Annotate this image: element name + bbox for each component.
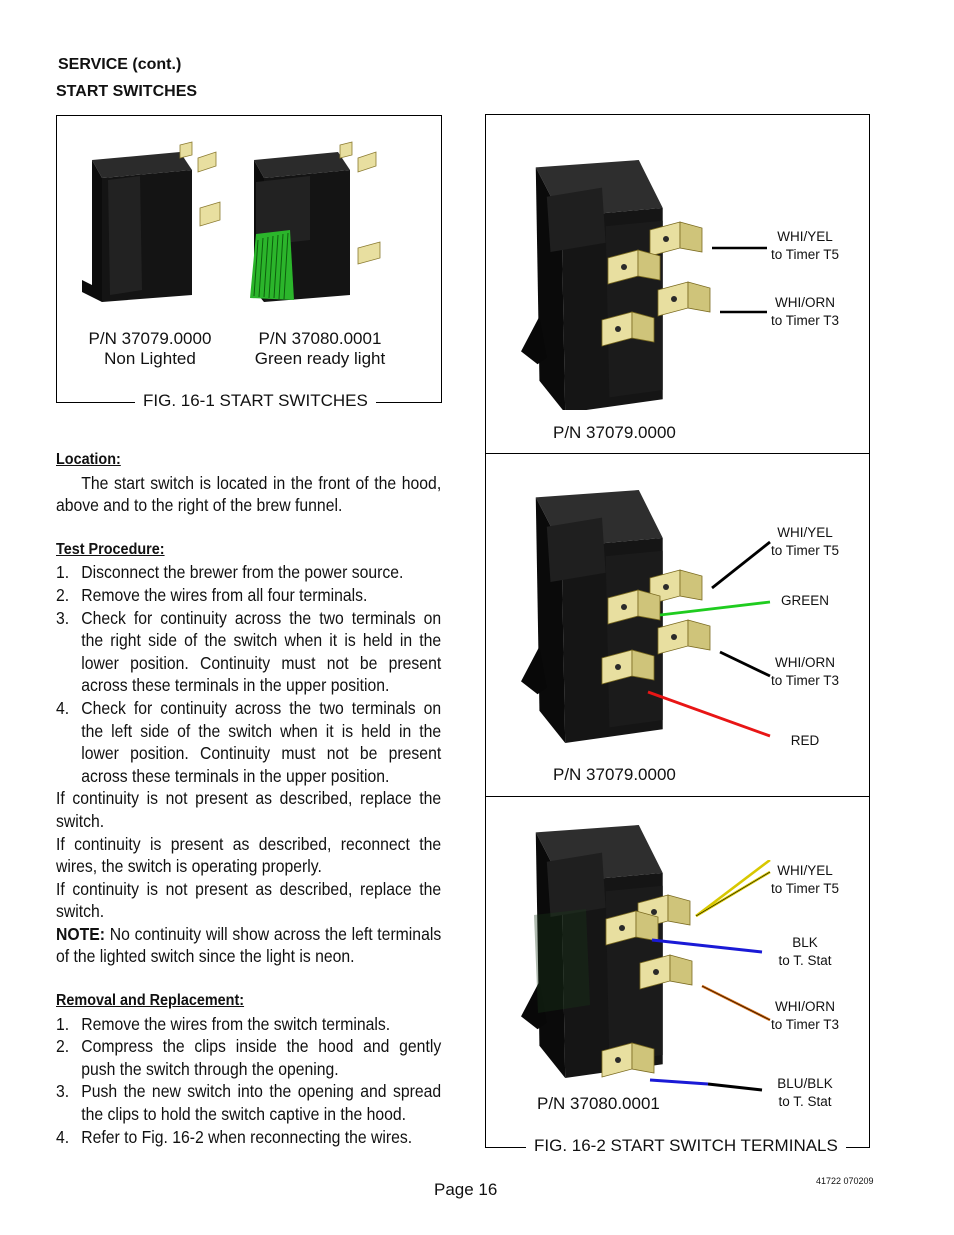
test-note: NOTE: No continuity will show across the… [56,923,441,968]
fig1-switch-b-desc: Green ready light [254,349,386,368]
switch-non-lighted-image [82,141,221,302]
list-item: 4.Refer to Fig. 16-2 when reconnecting t… [56,1126,413,1147]
test-result-3: If continuity is not present as describe… [56,878,442,922]
fig2-caption: FIG. 16-2 START SWITCH TERMINALS [526,1136,846,1156]
list-item: 1.Disconnect the brewer from the power s… [56,562,404,583]
fig1-switch-a-pn: P/N 37079.0000 [88,329,212,348]
section-header: SERVICE (cont.) [58,56,182,73]
fig2-panel3-switch-image [521,825,693,1078]
page-number: Page 16 [434,1180,498,1199]
fig2-panel1-pn: P/N 37079.0000 [553,423,676,442]
list-item: 1.Remove the wires from the switch termi… [56,1013,391,1034]
fig2-panel1-switch-image [521,160,711,410]
fig2-panel1-wires [712,246,767,314]
list-item: 2.Remove the wires from all four termina… [56,584,368,605]
main-text: Location: The start switch is located in… [56,449,441,1148]
fig2-panel3-wires [649,860,771,1092]
list-item: 3.Check for continuity across the two te… [56,607,442,696]
fig1-switch-b-pn: P/N 37080.0001 [258,329,382,348]
removal-steps: 1.Remove the wires from the switch termi… [56,1013,441,1149]
section-subheader: START SWITCHES [56,83,198,100]
fig2-panel2-pn: P/N 37079.0000 [553,765,676,784]
test-result-1: If continuity is not present as describe… [56,788,442,831]
test-steps: 1.Disconnect the brewer from the power s… [56,561,441,787]
fig1-caption: FIG. 16-1 START SWITCHES [135,391,376,411]
location-title: Location: [56,451,121,468]
list-item: 3.Push the new switch into the opening a… [56,1081,442,1125]
note-label: NOTE: [56,923,106,944]
fig1-switches-illustration [82,141,381,302]
removal-title: Removal and Replacement: [56,992,245,1010]
fig2-panel2-label: GREEN [780,593,829,608]
fig2-panel3-pn: P/N 37080.0001 [537,1094,660,1113]
note-text: No continuity will show across the left … [56,923,442,967]
fig2-divider [486,796,869,797]
list-item: 2.Compress the clips inside the hood and… [56,1036,442,1079]
switch-green-light-image [250,141,381,302]
fig2-panel2-wires [647,540,771,738]
location-text: The start switch is located in the front… [56,472,442,516]
test-result-2: If continuity is present as described, r… [56,833,442,877]
fig1-switch-a-desc: Non Lighted [104,349,196,368]
document-code: 41722 070209 [816,1176,874,1186]
fig2-divider [486,453,869,454]
list-item: 4.Check for continuity across the two te… [56,697,442,786]
test-procedure-title: Test Procedure: [56,540,165,558]
fig2-panel2-label: RED [790,733,820,748]
